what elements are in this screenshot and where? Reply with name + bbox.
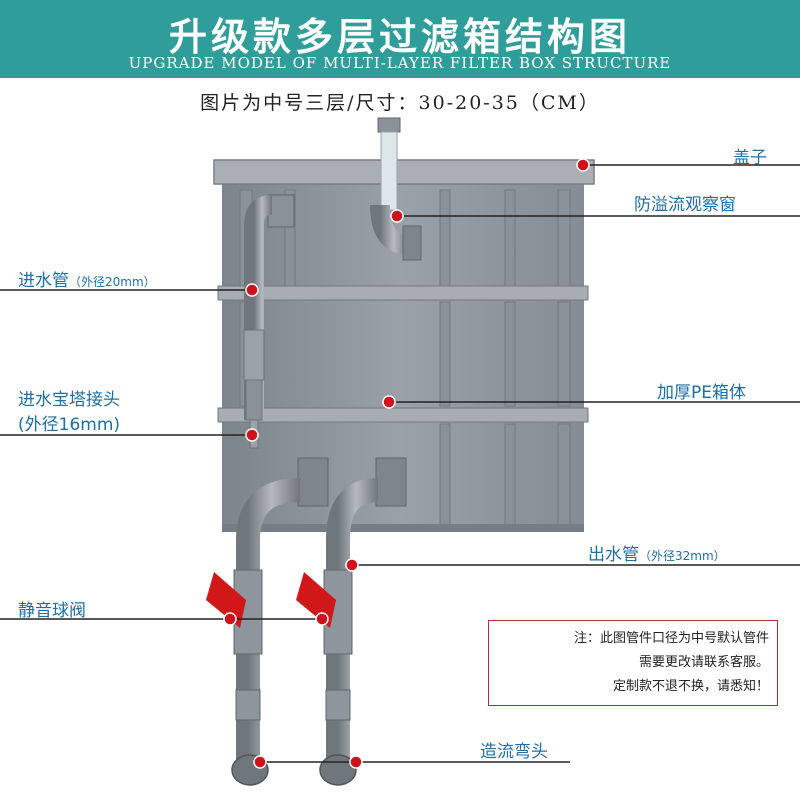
label-inlet-pipe-note: （外径20mm） — [69, 275, 156, 289]
callout-markers — [223, 158, 590, 769]
label-inlet-pipe: 进水管（外径20mm） — [18, 266, 156, 291]
label-ball-valve: 静音球阀 — [18, 601, 86, 621]
label-lid: 盖子 — [733, 148, 767, 168]
label-outlet-pipe-text: 出水管 — [588, 545, 639, 565]
label-elbow: 造流弯头 — [480, 742, 548, 762]
label-inlet-pipe-text: 进水管 — [18, 271, 69, 291]
note-box: 注：此图管件口径为中号默认管件 需要更改请联系客服。 定制款不退不换，请悉知！ — [488, 620, 778, 706]
label-inlet-connector: 进水宝塔接头 — [18, 390, 120, 410]
leader-lines — [0, 164, 800, 763]
note-line-2: 需要更改请联系客服。 — [638, 655, 769, 670]
outlet-pipes — [231, 457, 407, 786]
page-subtitle: UPGRADE MODEL OF MULTI-LAYER FILTER BOX … — [128, 54, 672, 72]
title-banner: 升级款多层过滤箱结构图 UPGRADE MODEL OF MULTI-LAYER… — [0, 0, 800, 78]
note-line-3: 定制款不退不换，请悉知！ — [612, 679, 769, 694]
label-outlet-pipe: 出水管（外径32mm） — [588, 540, 726, 565]
page-title: 升级款多层过滤箱结构图 — [168, 15, 631, 59]
overflow-window — [370, 117, 422, 261]
spec-text: 图片为中号三层/尺寸：30-20-35（CM） — [200, 92, 600, 114]
label-box-body: 加厚PE箱体 — [657, 383, 746, 403]
label-outlet-pipe-note: （外径32mm） — [639, 549, 726, 563]
note-line-1: 注：此图管件口径为中号默认管件 — [573, 631, 769, 646]
label-inlet-connector-size: (外径16mm) — [18, 415, 121, 435]
lid — [213, 159, 595, 185]
label-overflow-window: 防溢流观察窗 — [634, 195, 736, 215]
